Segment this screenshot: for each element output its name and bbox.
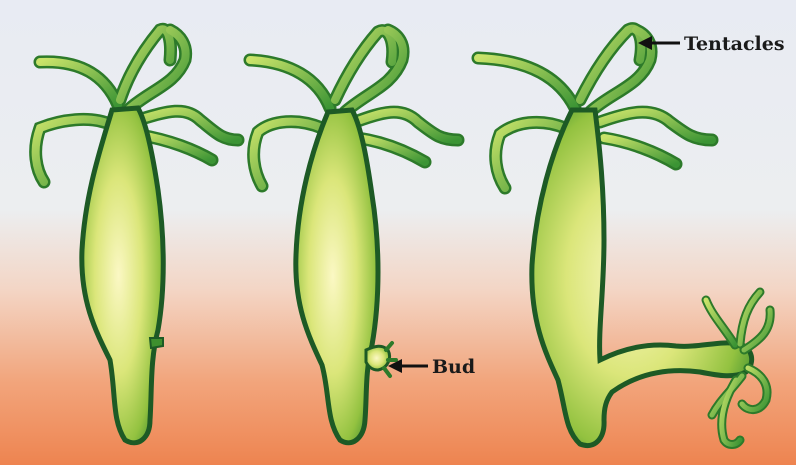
tentacles-label: Tentacles (684, 33, 785, 55)
bud-label: Bud (432, 356, 475, 378)
